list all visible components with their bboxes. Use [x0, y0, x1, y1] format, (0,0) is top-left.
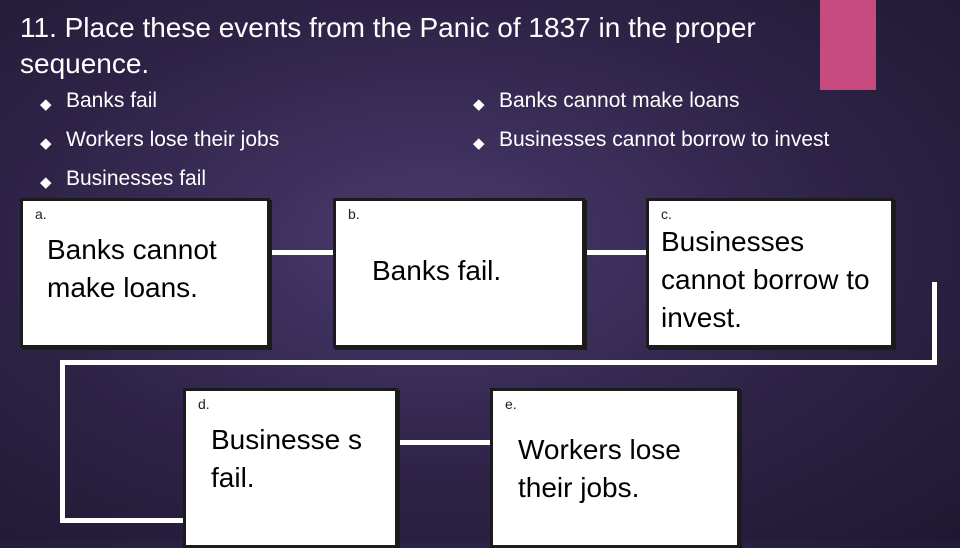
list-item: ◆Banks cannot make loans — [455, 88, 875, 114]
diamond-bullet-icon: ◆ — [40, 96, 52, 113]
page-title: 11. Place these events from the Panic of… — [20, 12, 756, 79]
list-item: ◆Workers lose their jobs — [22, 127, 432, 153]
box-letter: e. — [505, 396, 517, 412]
connector-top — [583, 250, 649, 255]
bullet-list-right: ◆Banks cannot make loans ◆Businesses can… — [455, 88, 875, 166]
event-box-e[interactable]: e. Workers lose their jobs. — [490, 388, 740, 548]
box-letter: a. — [35, 206, 47, 222]
bullet-list-left: ◆Banks fail ◆Workers lose their jobs ◆Bu… — [22, 88, 432, 205]
connector-bottom — [396, 440, 492, 445]
diamond-bullet-icon: ◆ — [473, 96, 485, 113]
box-text: Banks fail. — [372, 255, 502, 286]
box-letter: d. — [198, 396, 210, 412]
connector-middle — [60, 360, 937, 365]
box-text: Workers lose their jobs. — [518, 434, 681, 503]
connector-bottom — [60, 518, 185, 523]
list-item: ◆Banks fail — [22, 88, 432, 114]
event-box-c[interactable]: c. Businesses cannot borrow to invest. — [646, 198, 894, 348]
event-box-a[interactable]: a. Banks cannot make loans. — [20, 198, 270, 348]
event-box-b[interactable]: b. Banks fail. — [333, 198, 585, 348]
connector-right — [932, 282, 937, 362]
connector-left — [60, 360, 65, 522]
box-text: Businesse s fail. — [211, 424, 362, 493]
box-text: Banks cannot make loans. — [47, 234, 217, 303]
accent-bar — [820, 0, 876, 90]
box-letter: c. — [661, 206, 672, 222]
box-letter: b. — [348, 206, 360, 222]
diamond-bullet-icon: ◆ — [40, 174, 52, 191]
box-text: Businesses cannot borrow to invest. — [661, 226, 870, 333]
connector-top — [268, 250, 338, 255]
diamond-bullet-icon: ◆ — [40, 135, 52, 152]
list-item: ◆Businesses cannot borrow to invest — [455, 127, 875, 153]
list-item: ◆Businesses fail — [22, 166, 432, 192]
event-box-d[interactable]: d. Businesse s fail. — [183, 388, 398, 548]
diamond-bullet-icon: ◆ — [473, 135, 485, 152]
